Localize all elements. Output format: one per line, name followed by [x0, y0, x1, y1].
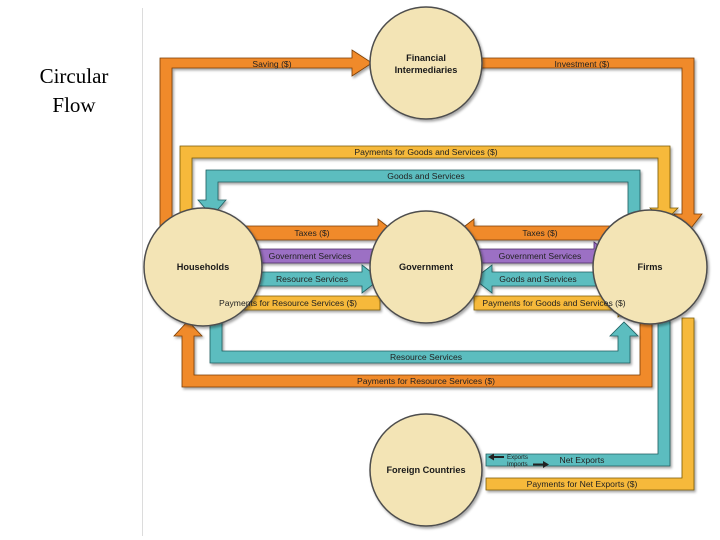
firms-label: Firms	[637, 262, 662, 272]
payments-resource-outer-flow	[173, 317, 653, 388]
investment-label: Investment ($)	[555, 59, 610, 69]
slide-title-line2: Flow	[52, 93, 96, 117]
exports-label: Exports	[507, 454, 528, 461]
foreign-countries-node: Foreign Countries	[369, 413, 483, 527]
taxes-right-label: Taxes ($)	[522, 228, 557, 238]
government-node: Government	[369, 210, 483, 324]
financial-label-line2: Intermediaries	[395, 65, 458, 75]
resource-services-left-label: Resource Services	[276, 274, 348, 284]
resource-services-outer-flow	[209, 317, 639, 364]
foreign-countries-label: Foreign Countries	[386, 465, 465, 475]
slide-title-line1: Circular	[39, 64, 109, 88]
slide-title: Circular Flow	[18, 62, 130, 120]
gov-services-right-label: Government Services	[499, 251, 582, 261]
resource-services-outer-label: Resource Services	[390, 352, 462, 362]
households-node: Households	[143, 207, 263, 327]
net-exports-label: Net Exports	[560, 455, 605, 465]
gov-services-left-label: Government Services	[269, 251, 352, 261]
government-label: Government	[399, 262, 453, 272]
goods-services-outer-label: Goods and Services	[387, 171, 464, 181]
households-label: Households	[177, 262, 230, 272]
financial-label-line1: Financial	[406, 53, 446, 63]
imports-label: Imports	[507, 461, 528, 468]
payments-net-exports-flow	[485, 317, 695, 491]
exports-imports-indicator: Exports Imports	[488, 453, 549, 468]
payments-resource-outer-label: Payments for Resource Services ($)	[357, 376, 495, 386]
goods-services-outer-flow	[197, 169, 641, 217]
goods-services-right-flow	[473, 264, 603, 294]
payments-goods-right-label: Payments for Goods and Services ($)	[482, 298, 625, 308]
saving-label: Saving ($)	[252, 59, 291, 69]
firms-node: Firms	[592, 209, 708, 325]
payments-resource-left-label: Payments for Resource Services ($)	[219, 298, 357, 308]
payments-net-exports-label: Payments for Net Exports ($)	[527, 479, 638, 489]
payments-goods-outer-label: Payments for Goods and Services ($)	[354, 147, 497, 157]
taxes-left-label: Taxes ($)	[294, 228, 329, 238]
goods-services-right-label: Goods and Services	[499, 274, 576, 284]
financial-intermediaries-node: Financial Intermediaries	[369, 6, 483, 120]
